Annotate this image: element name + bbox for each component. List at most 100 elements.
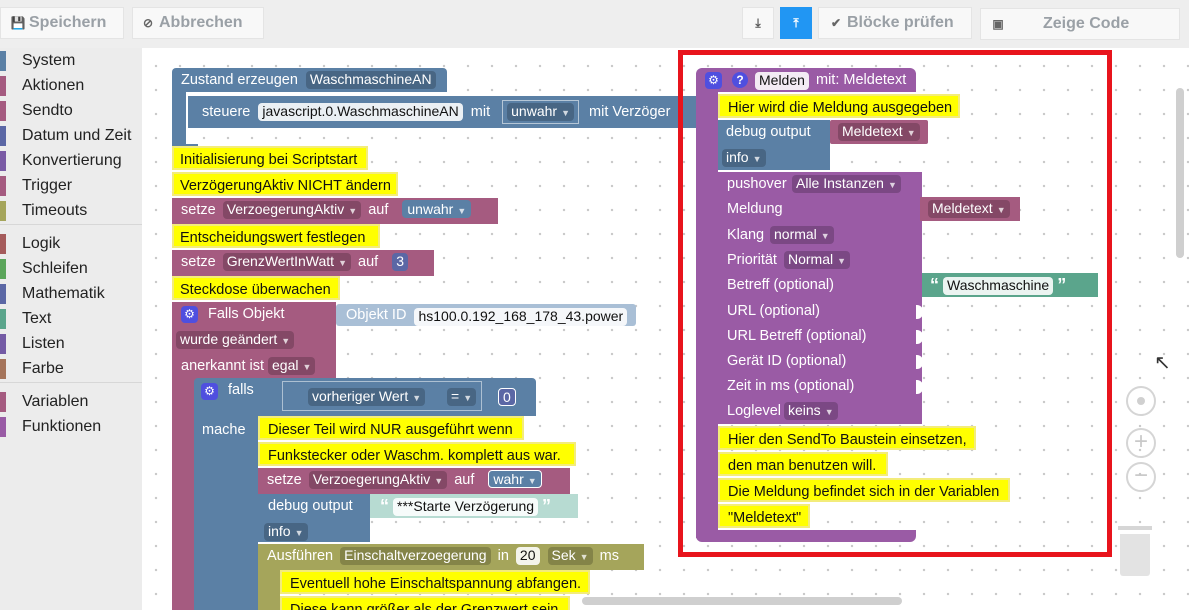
var-delay-dropdown-2[interactable]: VerzoegerungAktiv▼ (308, 471, 448, 489)
import-button[interactable]: ⤒ (780, 7, 812, 39)
comment-sendto2[interactable]: den man benutzen will. (718, 452, 888, 476)
create-state-block[interactable]: Zustand erzeugen WaschmaschineAN (172, 68, 447, 92)
gear-icon[interactable]: ⚙ (705, 72, 722, 89)
sidebar-item-variablen[interactable]: Variablen (0, 390, 142, 414)
sidebar-item-konvertierung[interactable]: Konvertierung (0, 149, 142, 173)
comment-sendto1[interactable]: Hier den SendTo Baustein einsetzen, (718, 426, 976, 450)
pushover-block[interactable] (718, 172, 922, 424)
cancel-button[interactable]: ⊘Abbrechen (132, 7, 264, 39)
betreff-text-field[interactable]: Waschmaschine (943, 277, 1054, 295)
comment-delay[interactable]: VerzögerungAktiv NICHT ändern (172, 172, 398, 196)
sidebar-item-mathematik[interactable]: Mathematik (0, 282, 142, 306)
prio-dropdown[interactable]: Normal▼ (784, 251, 851, 269)
set-delay-block[interactable]: setze VerzoegerungAktiv▼ auf unwahr▼ (172, 198, 498, 224)
set-threshold-block[interactable]: setze GrenzWertInWatt▼ auf 3 (172, 250, 434, 276)
false-value[interactable]: unwahr▼ (402, 200, 472, 218)
func-debug-level[interactable]: info▼ (722, 149, 766, 167)
timeout-unit-dropdown[interactable]: Sek▼ (547, 547, 593, 565)
sidebar-item-aktionen[interactable]: Aktionen (0, 74, 142, 98)
function-name-field[interactable]: Melden (755, 72, 809, 90)
state-name-field[interactable]: WaschmaschineAN (305, 71, 436, 89)
sidebar-item-funktionen[interactable]: Funktionen (0, 415, 142, 439)
threshold-number[interactable]: 3 (392, 253, 409, 271)
save-label: Speichern (29, 14, 107, 31)
equals-dropdown[interactable]: =▼ (447, 388, 477, 406)
input-socket (916, 330, 923, 344)
set-delay-true-block[interactable]: setze VerzoegerungAktiv▼ auf wahr▼ (258, 468, 570, 494)
control-value-dropdown[interactable]: unwahr▼ (507, 103, 574, 121)
timeout-block[interactable]: Ausführen Einschaltverzoegerung in 20 Se… (258, 544, 644, 570)
check-blocks-button[interactable]: ✔Blöcke prüfen (818, 7, 972, 39)
zoom-out-icon[interactable]: − (1126, 462, 1156, 492)
workspace[interactable]: Zustand erzeugen WaschmaschineAN steuere… (142, 48, 1189, 610)
changed-dropdown[interactable]: wurde geändert▼ (176, 331, 295, 349)
show-code-label: Zeige Code (1043, 15, 1130, 32)
control-with-label: mit (470, 104, 491, 120)
show-code-button[interactable]: ▣Zeige Code (980, 8, 1180, 40)
category-color-bar (0, 334, 6, 354)
category-color-bar (0, 126, 6, 146)
category-color-bar (0, 76, 6, 96)
debug-block[interactable]: debug output (258, 494, 370, 542)
control-block[interactable]: steuere javascript.0.WaschmaschineAN mit… (188, 96, 708, 128)
var-delay-dropdown[interactable]: VerzoegerungAktiv▼ (222, 201, 362, 219)
comment-high[interactable]: Eventuell hohe Einschaltspannung abfange… (280, 570, 590, 594)
save-button[interactable]: 💾Speichern (0, 7, 124, 39)
sidebar-item-schleifen[interactable]: Schleifen (0, 257, 142, 281)
func-debug-block[interactable]: debug output (718, 120, 830, 170)
sidebar-item-trigger[interactable]: Trigger (0, 174, 142, 198)
debug-level-dropdown[interactable]: info▼ (264, 523, 308, 541)
klang-dropdown[interactable]: normal▼ (770, 226, 834, 244)
zoom-in-icon[interactable]: + (1126, 428, 1156, 458)
comment-only2[interactable]: Funkstecker oder Waschm. komplett aus wa… (258, 442, 576, 466)
var-threshold-dropdown[interactable]: GrenzWertInWatt▼ (222, 253, 351, 271)
comment-header[interactable]: Hier wird die Meldung ausgegeben (718, 94, 960, 118)
true-value[interactable]: wahr▼ (488, 470, 542, 488)
meldetext-var-block[interactable]: Meldetext▼ (830, 120, 928, 144)
sidebar-item-timeouts[interactable]: Timeouts (0, 199, 142, 223)
debug-text-field[interactable]: ***Starte Verzögerung (393, 498, 539, 516)
object-id-block[interactable]: Objekt ID hs100.0.192_168_178_43.power (336, 304, 636, 326)
if-label: falls (228, 382, 254, 398)
sidebar-item-sendto[interactable]: Sendto (0, 99, 142, 123)
timeout-name-field[interactable]: Einschaltverzoegerung (340, 547, 491, 565)
vertical-scrollbar[interactable] (1176, 88, 1184, 258)
sidebar-item-system[interactable]: System (0, 49, 142, 73)
if-do-body: mache (194, 416, 258, 610)
help-icon[interactable]: ? (732, 72, 748, 88)
sidebar-item-listen[interactable]: Listen (0, 332, 142, 356)
zero-number[interactable]: 0 (498, 388, 516, 406)
comment-cut[interactable]: Diese kann größer als der Grenzwert sein (280, 596, 570, 610)
sidebar-item-datum-und-zeit[interactable]: Datum und Zeit (0, 124, 142, 148)
trash-icon[interactable] (1116, 526, 1152, 576)
comment-socket[interactable]: Steckdose überwachen (172, 276, 340, 300)
instances-dropdown[interactable]: Alle Instanzen▼ (792, 175, 901, 193)
sidebar-item-text[interactable]: Text (0, 307, 142, 331)
comment-decision[interactable]: Entscheidungswert festlegen (172, 224, 380, 248)
control-object-field[interactable]: javascript.0.WaschmaschineAN (258, 103, 463, 121)
meldung-var-block[interactable]: Meldetext▼ (920, 197, 1020, 221)
comment-sendto4[interactable]: "Meldetext" (718, 504, 810, 528)
prev-value-dropdown[interactable]: vorheriger Wert▼ (308, 388, 426, 406)
check-icon: ✔ (830, 16, 842, 30)
betreff-text-block[interactable]: “ Waschmaschine ” (922, 273, 1098, 297)
gear-icon[interactable]: ⚙ (181, 306, 198, 323)
sidebar-item-farbe[interactable]: Farbe (0, 357, 142, 381)
timeout-value-field[interactable]: 20 (515, 547, 540, 565)
comment-only1[interactable]: Dieser Teil wird NUR ausgeführt wenn (258, 416, 524, 440)
horizontal-scrollbar[interactable] (582, 597, 902, 605)
comment-sendto3[interactable]: Die Meldung befindet sich in der Variabl… (718, 478, 1010, 502)
recenter-icon[interactable] (1126, 386, 1156, 416)
debug-text-block[interactable]: “ ***Starte Verzögerung ” (370, 494, 578, 518)
loglevel-dropdown[interactable]: keins▼ (784, 402, 838, 420)
meldung-var-dropdown[interactable]: Meldetext▼ (928, 200, 1010, 218)
export-button[interactable]: ⤓ (742, 7, 774, 39)
meldetext-var-dropdown[interactable]: Meldetext▼ (838, 123, 920, 141)
trigger-block[interactable] (172, 302, 336, 382)
gear-icon[interactable]: ⚙ (201, 383, 218, 400)
ack-dropdown[interactable]: egal▼ (268, 357, 316, 375)
object-id-field[interactable]: hs100.0.192_168_178_43.power (414, 308, 628, 326)
comment-init[interactable]: Initialisierung bei Scriptstart (172, 146, 368, 170)
trigger-body (172, 382, 194, 610)
sidebar-item-logik[interactable]: Logik (0, 232, 142, 256)
